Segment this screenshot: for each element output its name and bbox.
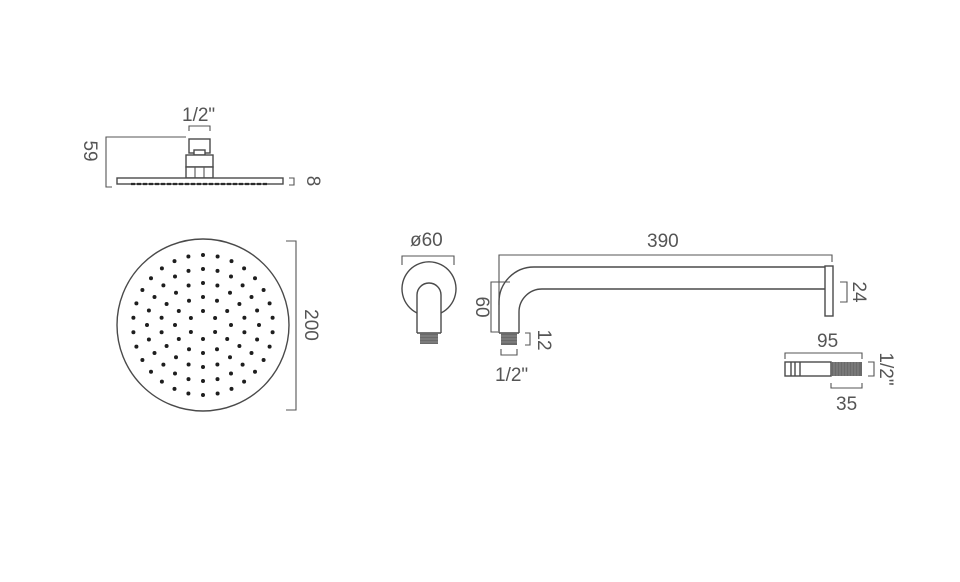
height-dim-line bbox=[105, 136, 186, 188]
shower-head-side-view: 1/2" 59 8 bbox=[79, 105, 323, 188]
thread-length-dim-bracket bbox=[525, 332, 531, 346]
arm-inner bbox=[518, 288, 825, 333]
diameter-label: 200 bbox=[300, 309, 321, 341]
connector-nut bbox=[193, 149, 206, 156]
connector-thread-length-label: 35 bbox=[836, 394, 857, 415]
shower-head-outline bbox=[116, 238, 290, 412]
drop-label: 60 bbox=[471, 296, 492, 317]
thread-size-dim-bracket bbox=[500, 349, 518, 356]
flange-circle bbox=[401, 261, 457, 314]
arm-end-profile bbox=[416, 282, 442, 333]
connector-length-label: 95 bbox=[817, 331, 838, 352]
connector-dim-bracket bbox=[188, 125, 211, 131]
shower-arm-view: 390 60 12 1/2" 24 bbox=[471, 231, 869, 386]
arm-length-label: 390 bbox=[647, 231, 679, 252]
connector-base bbox=[185, 166, 214, 179]
thread-length-dim-line bbox=[830, 383, 863, 389]
thread-size-dim-bracket bbox=[868, 361, 875, 377]
shower-head-top-view: 200 bbox=[116, 238, 321, 412]
drop-dim-bracket bbox=[490, 281, 510, 333]
wall-flange-view: ø60 bbox=[401, 230, 457, 344]
flange-dim-bracket bbox=[401, 255, 455, 265]
flange-thread bbox=[420, 333, 438, 344]
connector-body bbox=[185, 154, 214, 168]
diameter-dim-bracket bbox=[286, 240, 297, 411]
connector-thread bbox=[831, 362, 862, 376]
nozzle-holes bbox=[131, 253, 275, 397]
connector-length-dim-line bbox=[784, 352, 863, 359]
connector-thread-size-label: 1/2" bbox=[875, 352, 896, 385]
thickness-label: 8 bbox=[302, 176, 323, 187]
connector-shaft bbox=[784, 361, 832, 377]
flange-size-label: 24 bbox=[848, 281, 869, 303]
flange-dim-bracket bbox=[840, 281, 848, 303]
flange-diameter-label: ø60 bbox=[410, 230, 443, 251]
thread-size-label: 1/2" bbox=[495, 365, 528, 386]
arm-outer bbox=[498, 266, 825, 333]
thickness-dim-bracket bbox=[289, 177, 295, 186]
extension-connector-view: 95 35 1/2" bbox=[784, 331, 896, 415]
arm-length-dim-line bbox=[498, 254, 833, 305]
thread-length-label: 12 bbox=[533, 329, 554, 350]
connector-size-label: 1/2" bbox=[182, 105, 215, 126]
height-label: 59 bbox=[79, 140, 100, 161]
arm-wall-flange bbox=[824, 265, 834, 317]
